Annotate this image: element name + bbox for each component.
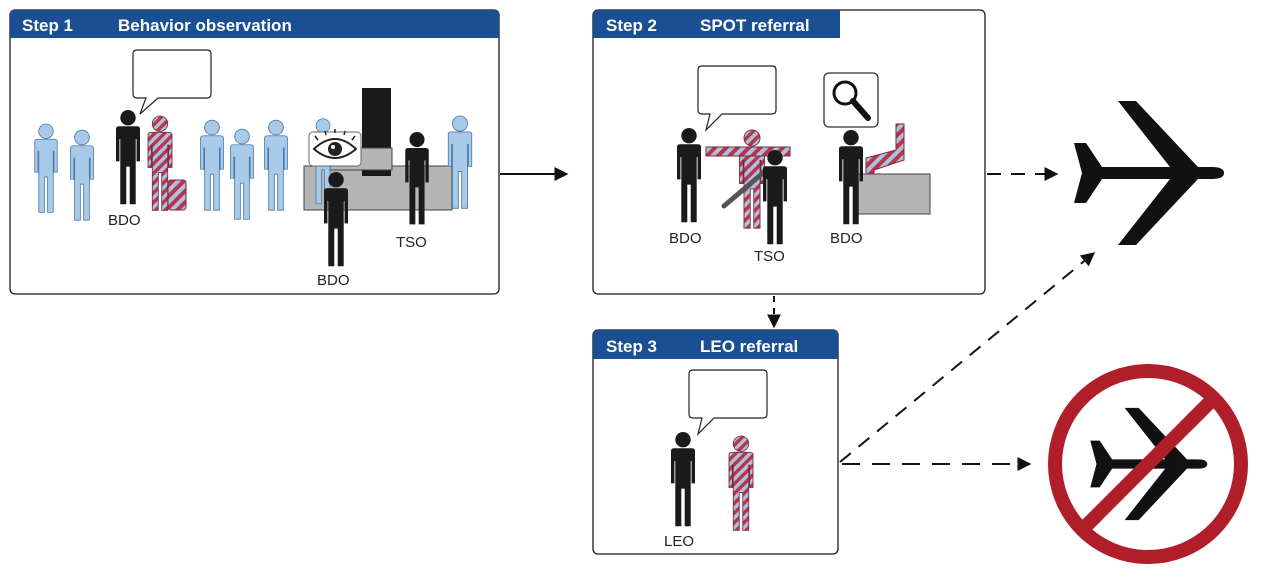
step-1-title: Behavior observation bbox=[118, 16, 292, 35]
step-1-header-bar bbox=[10, 10, 499, 38]
luggage-icon bbox=[167, 179, 187, 211]
magnifier-icon bbox=[823, 72, 879, 128]
step-1-panel: Step 1 Behavior observation BDO bbox=[9, 9, 500, 295]
speech-bubble-icon bbox=[688, 369, 768, 436]
step-3-title: LEO referral bbox=[700, 337, 798, 356]
tso-label-2: TSO bbox=[754, 248, 785, 265]
step-2-panel: Step 2 SPOT referral BDO TSO BDO bbox=[592, 9, 986, 295]
step-2-header-bar bbox=[593, 10, 840, 38]
step-3-frame bbox=[592, 329, 839, 555]
bdo-label-2: BDO bbox=[317, 272, 350, 289]
step-2-number: Step 2 bbox=[606, 16, 657, 35]
bdo-label-1: BDO bbox=[108, 212, 141, 229]
speech-bubble-icon bbox=[697, 65, 777, 132]
leo-label: LEO bbox=[664, 533, 694, 550]
step-1-number: Step 1 bbox=[22, 16, 73, 35]
tso-label-1: TSO bbox=[396, 234, 427, 251]
wand-icon bbox=[721, 169, 767, 209]
flow-arrows bbox=[500, 167, 1096, 471]
bdo-label-3: BDO bbox=[669, 230, 702, 247]
step-3-header-bar bbox=[593, 330, 838, 359]
eye-icon bbox=[308, 129, 362, 167]
bdo-label-4: BDO bbox=[830, 230, 863, 247]
luggage-icon bbox=[865, 123, 905, 175]
search-table bbox=[857, 173, 931, 215]
step-2-title: SPOT referral bbox=[700, 16, 810, 35]
airplane-icon bbox=[1072, 101, 1224, 245]
arrow-step3-to-flight bbox=[839, 252, 1096, 463]
speech-bubble-icon bbox=[132, 49, 212, 115]
step-3-panel: Step 3 LEO referral LEO bbox=[592, 329, 839, 555]
step-3-number: Step 3 bbox=[606, 337, 657, 356]
no-flight-icon bbox=[1048, 364, 1248, 564]
striped-person-icon bbox=[705, 129, 791, 229]
